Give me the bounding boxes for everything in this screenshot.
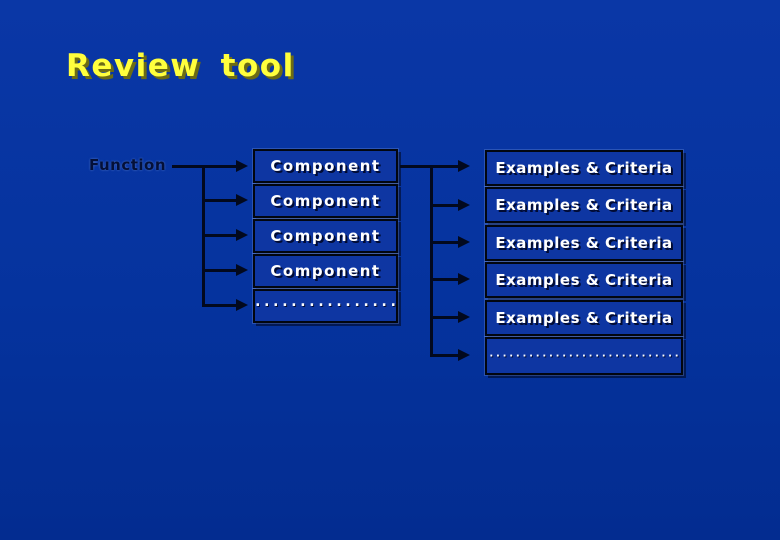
arrowhead-icon: [458, 273, 470, 285]
criteria-box-label: Examples & Criteria: [495, 196, 673, 214]
arrowhead-icon: [236, 264, 248, 276]
criteria-box-label: Examples & Criteria: [495, 159, 673, 177]
component-box-label: Component: [270, 227, 381, 245]
function-connector-branch: [202, 269, 236, 272]
criteria-box-3: Examples & Criteria: [485, 225, 683, 261]
criteria-box-label: Examples & Criteria: [495, 271, 673, 289]
component-box-2: Component: [253, 184, 398, 218]
component-connector-branch: [430, 354, 458, 357]
criteria-box-label: Examples & Criteria: [495, 234, 673, 252]
arrowhead-icon: [458, 311, 470, 323]
criteria-box-5: Examples & Criteria: [485, 300, 683, 336]
slide-title: Review tool: [66, 48, 295, 84]
component-box-ellipsis: ................: [253, 289, 398, 323]
arrowhead-icon: [458, 236, 470, 248]
ellipsis-dots: ................: [253, 292, 398, 311]
arrowhead-icon: [236, 194, 248, 206]
component-connector-branch: [430, 204, 458, 207]
criteria-box-4: Examples & Criteria: [485, 262, 683, 298]
component-box-label: Component: [270, 157, 381, 175]
component-connector-trunk-horizontal: [400, 165, 458, 168]
criteria-box-1: Examples & Criteria: [485, 150, 683, 186]
arrowhead-icon: [458, 349, 470, 361]
function-connector-branch: [202, 199, 236, 202]
criteria-box-label: Examples & Criteria: [495, 309, 673, 327]
function-connector-branch: [202, 234, 236, 237]
function-connector-branch: [202, 304, 236, 307]
component-connector-trunk-vertical: [430, 165, 433, 357]
criteria-box-ellipsis: .............................: [485, 337, 683, 375]
ellipsis-dots: .............................: [487, 345, 681, 359]
criteria-box-2: Examples & Criteria: [485, 187, 683, 223]
component-box-1: Component: [253, 149, 398, 183]
component-box-4: Component: [253, 254, 398, 288]
arrowhead-icon: [458, 160, 470, 172]
component-box-label: Component: [270, 192, 381, 210]
function-label: Function: [89, 156, 167, 174]
arrowhead-icon: [236, 299, 248, 311]
component-box-3: Component: [253, 219, 398, 253]
component-connector-branch: [430, 316, 458, 319]
arrowhead-icon: [236, 160, 248, 172]
arrowhead-icon: [458, 199, 470, 211]
component-box-label: Component: [270, 262, 381, 280]
component-connector-branch: [430, 278, 458, 281]
component-connector-branch: [430, 241, 458, 244]
arrowhead-icon: [236, 229, 248, 241]
